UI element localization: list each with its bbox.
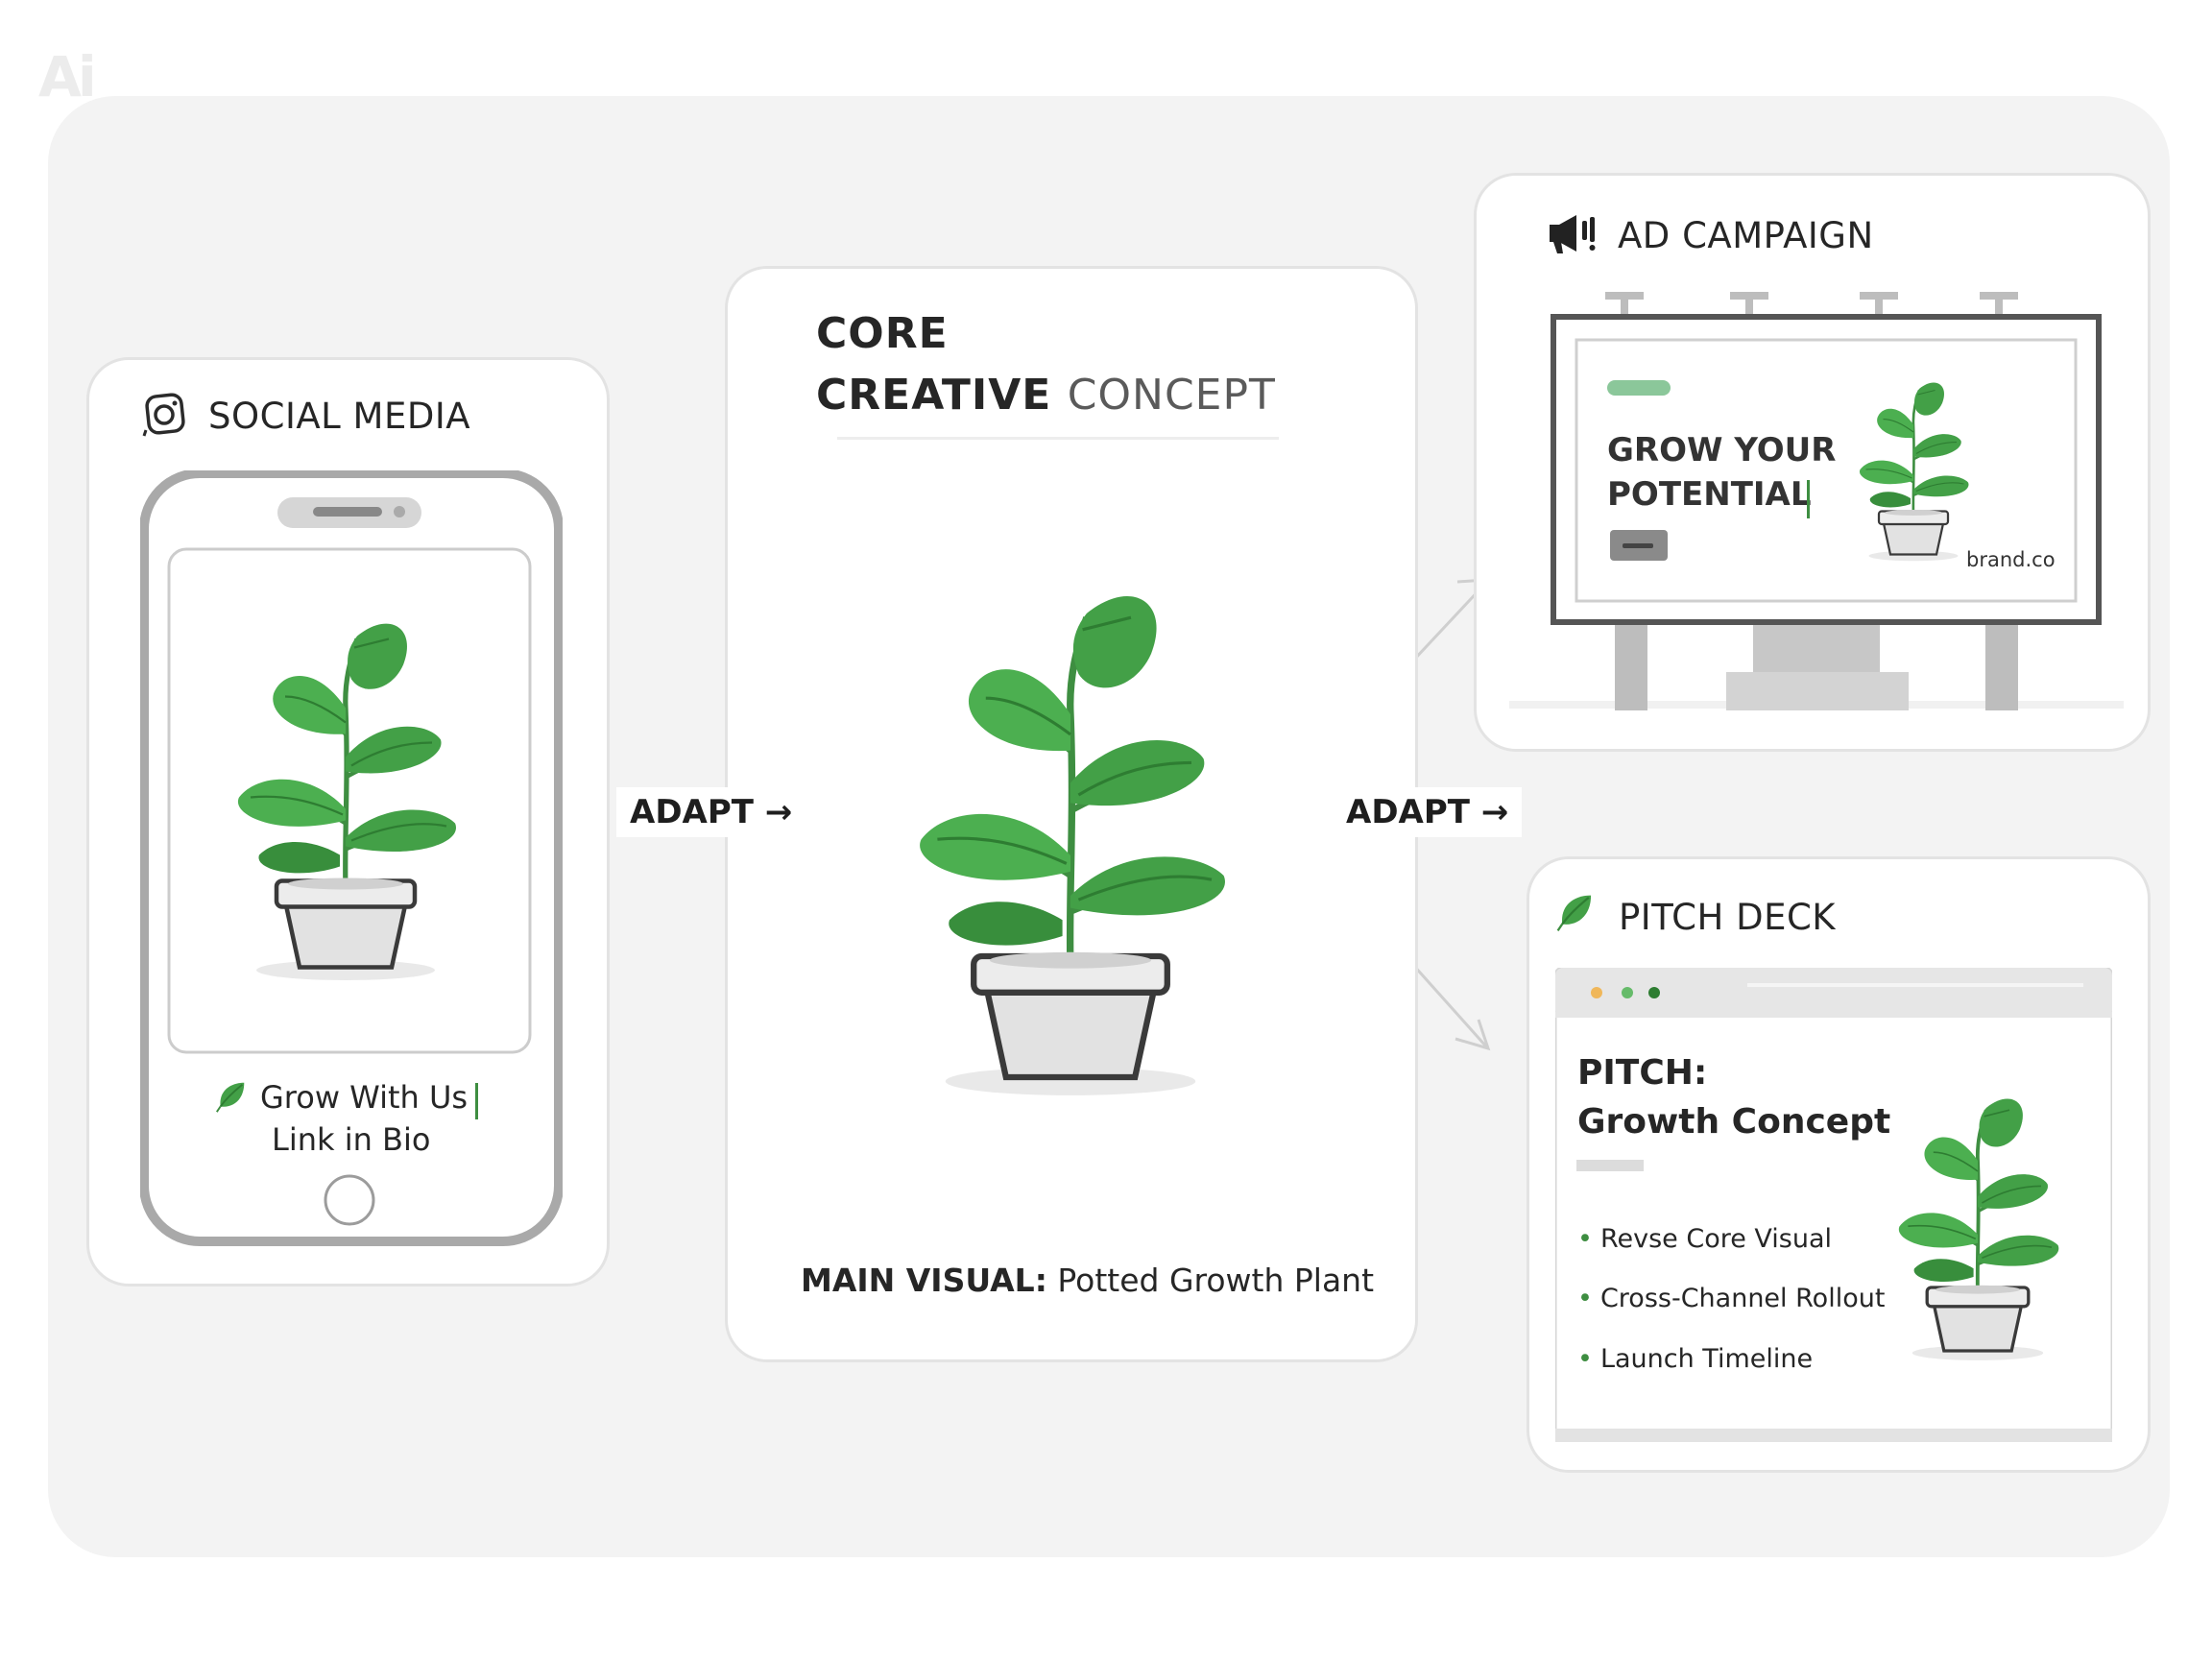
adapt-label-right: ADAPT → bbox=[1333, 787, 1523, 837]
pitch-deck-title: PITCH DECK bbox=[1619, 897, 1837, 938]
billboard-brand: brand.co bbox=[1966, 548, 2056, 571]
main-visual-label: MAIN VISUAL: bbox=[801, 1262, 1047, 1299]
pitch-bullet: Revse Core Visual bbox=[1577, 1224, 1832, 1254]
watermark: Ai bbox=[38, 44, 97, 109]
pitch-heading-line1: PITCH: bbox=[1577, 1053, 1708, 1093]
core-plant-image bbox=[869, 504, 1272, 1166]
main-visual-caption: MAIN VISUAL: Potted Growth Plant bbox=[801, 1262, 1374, 1299]
leaf-icon bbox=[1553, 885, 1598, 941]
main-visual-value: Potted Growth Plant bbox=[1057, 1262, 1375, 1299]
social-media-title: SOCIAL MEDIA bbox=[208, 396, 471, 437]
core-title-bold: CREATIVE bbox=[816, 371, 1052, 420]
adapt-label-left: ADAPT → bbox=[616, 787, 806, 837]
core-title-line2: CREATIVE CONCEPT bbox=[816, 371, 1276, 420]
instagram-icon bbox=[142, 392, 188, 440]
billboard-headline-line1: GROW YOUR bbox=[1607, 431, 1837, 469]
leaf-icon bbox=[213, 1073, 250, 1121]
core-divider bbox=[837, 437, 1279, 440]
text-cursor bbox=[1807, 480, 1810, 518]
social-caption-line1: Grow With Us bbox=[260, 1079, 469, 1116]
pitch-bullet: Launch Timeline bbox=[1577, 1344, 1813, 1374]
social-plant-image bbox=[202, 576, 490, 1013]
megaphone-icon bbox=[1548, 211, 1599, 257]
pitch-plant-image bbox=[1872, 1042, 2083, 1407]
text-cursor bbox=[475, 1083, 478, 1119]
billboard-plant-image bbox=[1841, 341, 1985, 595]
phone-mockup bbox=[140, 470, 563, 1246]
core-title-line1: CORE bbox=[816, 309, 949, 358]
pitch-bullet: Cross-Channel Rollout bbox=[1577, 1284, 1885, 1313]
core-title-light: CONCEPT bbox=[1067, 371, 1276, 420]
social-caption-line2: Link in Bio bbox=[272, 1121, 431, 1158]
ad-campaign-title: AD CAMPAIGN bbox=[1618, 215, 1874, 256]
billboard-illustration bbox=[1509, 292, 2124, 710]
billboard-headline-line2: POTENTIAL bbox=[1607, 475, 1812, 514]
pitch-heading-line2: Growth Concept bbox=[1577, 1102, 1891, 1142]
